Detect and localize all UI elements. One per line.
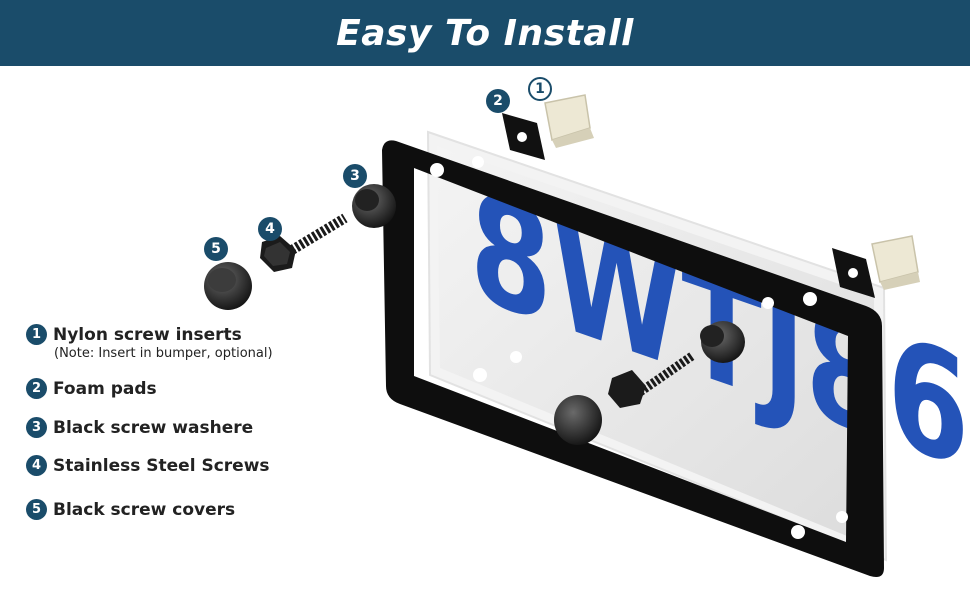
legend-label: Black screw washere [53,417,254,438]
install-diagram: 8WTJ866 [204,94,970,577]
callout-4: 4 [258,217,282,241]
mount-hole [473,368,487,382]
mount-hole [836,511,848,523]
legend-label: Stainless Steel Screws [53,455,270,476]
legend-number-badge: 2 [26,378,47,399]
legend-note: (Note: Insert in bumper, optional) [54,346,273,361]
foam-pad-top [502,113,545,160]
mount-hole [472,156,484,168]
banner-title: Easy To Install [336,12,634,54]
header-banner: Easy To Install [0,0,970,66]
legend-label: Foam pads [53,378,157,399]
legend-item-nylon-screw-inserts: 1 Nylon screw inserts (Note: Insert in b… [26,324,273,361]
foam-pad-right [832,248,875,298]
mount-hole [762,297,774,309]
legend-number-badge: 4 [26,455,47,476]
legend-item-black-screw-covers: 5 Black screw covers [26,499,235,520]
legend-label: Black screw covers [53,499,236,520]
stainless-screw [260,213,348,272]
callout-2: 2 [486,89,510,113]
mount-hole [791,525,805,539]
callout-1: 1 [528,77,552,101]
plate-frame [382,140,884,577]
mount-hole [430,163,444,177]
legend-number-badge: 3 [26,417,47,438]
black-washer [352,184,396,228]
mounted-screw [554,321,745,445]
mount-hole [803,292,817,306]
nylon-insert-right [871,235,920,290]
callout-5: 5 [204,237,228,261]
legend-item-foam-pads: 2 Foam pads [26,378,157,399]
callout-3: 3 [343,164,367,188]
legend-item-black-screw-washere: 3 Black screw washere [26,417,253,438]
nylon-insert-top [544,94,594,148]
legend-label: Nylon screw inserts [53,324,242,345]
legend-number-badge: 5 [26,499,47,520]
legend-item-stainless-steel-screws: 4 Stainless Steel Screws [26,455,270,476]
legend-number-badge: 1 [26,324,47,345]
mount-hole [510,351,522,363]
screw-cover [204,262,252,310]
